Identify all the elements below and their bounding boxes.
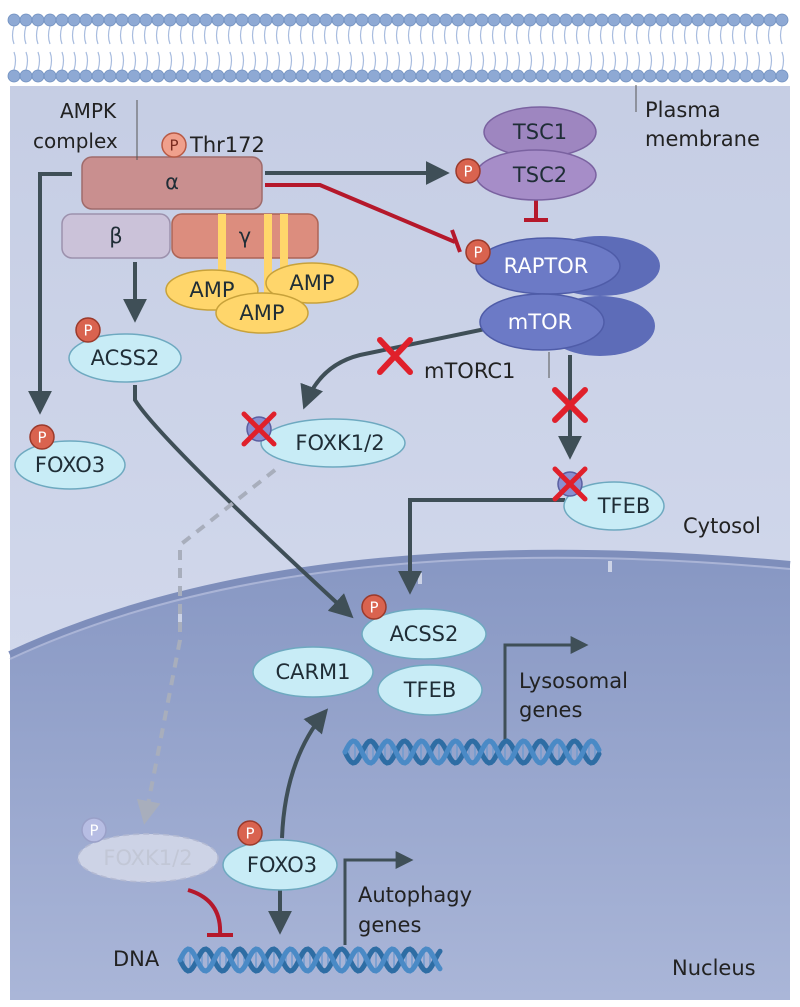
nuclear-envelope bbox=[8, 549, 791, 659]
dna-label: DNA bbox=[113, 947, 160, 971]
plasma-membrane-label-line1: Plasma bbox=[645, 98, 721, 122]
phospho-label: P bbox=[37, 429, 46, 447]
foxo3-protein bbox=[14, 440, 126, 490]
arrow-mtor-to-foxk bbox=[300, 326, 491, 410]
acss2-label: ACSS2 bbox=[91, 346, 160, 370]
phospho-thr172 bbox=[161, 132, 187, 158]
amp-molecule bbox=[265, 262, 359, 304]
ampk-complex-label-line2: complex bbox=[33, 129, 118, 153]
ampk-gamma-label: γ bbox=[239, 224, 251, 248]
arrow-ampk-to-foxo3 bbox=[28, 172, 72, 415]
lysosomal-genes-label-line1: Lysosomal bbox=[519, 669, 628, 693]
ampk-beta-subunit bbox=[61, 213, 171, 259]
tfeb-label: TFEB bbox=[597, 494, 651, 518]
tsc1-label: TSC1 bbox=[512, 120, 567, 144]
thr172-label: Thr172 bbox=[189, 133, 265, 157]
phospho-label: P bbox=[169, 137, 178, 155]
carm1-label: CARM1 bbox=[275, 660, 350, 684]
phospho-foxk12-nuclear bbox=[81, 817, 107, 843]
foxo3-nuclear-protein bbox=[222, 839, 338, 891]
phospho-tsc2 bbox=[455, 158, 481, 184]
phospho-label: P bbox=[369, 599, 378, 617]
amp-label: AMP bbox=[189, 278, 234, 302]
phospho-label: P bbox=[89, 822, 98, 840]
ampk-beta-label: β bbox=[109, 224, 122, 248]
amp-binding-site bbox=[280, 214, 288, 274]
autophagy-genes-label-line2: genes bbox=[358, 913, 421, 937]
phospho-foxo3 bbox=[29, 424, 55, 450]
acss2-nuclear-label: ACSS2 bbox=[390, 622, 459, 646]
carm1-protein bbox=[252, 646, 374, 698]
arrow-foxk-to-nucleus-dashed bbox=[136, 468, 277, 825]
phospho-label: P bbox=[473, 244, 482, 262]
phospho-foxo3-nuclear bbox=[237, 820, 263, 846]
amp-binding-site bbox=[218, 214, 226, 284]
lysosomal-genes-label-line2: genes bbox=[519, 698, 582, 722]
foxk12-nuclear-faded bbox=[77, 833, 219, 883]
block-x-tfeb-phospho bbox=[552, 466, 588, 502]
amp-label: AMP bbox=[289, 271, 334, 295]
plasma-membrane-label-line2: membrane bbox=[645, 127, 760, 151]
block-x-foxk bbox=[377, 337, 413, 375]
autophagy-gene-start-arrow bbox=[343, 851, 414, 945]
nucleus-label: Nucleus bbox=[672, 956, 756, 980]
raptor-label: RAPTOR bbox=[504, 254, 589, 278]
lysosomal-gene-start-arrow bbox=[503, 636, 589, 740]
acss2-nuclear-protein bbox=[361, 608, 487, 660]
phospho-acss2-nuclear bbox=[361, 594, 387, 620]
foxo3-label: FOXO3 bbox=[35, 453, 105, 477]
ampk-alpha-label: α bbox=[165, 170, 179, 194]
block-x-tfeb-pathway bbox=[552, 387, 588, 423]
inhibit-bar-raptor bbox=[450, 229, 462, 253]
autophagy-genes-label-line1: Autophagy bbox=[358, 883, 472, 907]
arrow-foxo3-to-carm1 bbox=[280, 708, 329, 839]
nuclear-envelope-inner bbox=[9, 556, 791, 660]
amp-label: AMP bbox=[239, 301, 284, 325]
arrow-tfeb-to-nucleus bbox=[398, 498, 565, 595]
phospho-raptor bbox=[465, 239, 491, 265]
phospho-label: P bbox=[245, 825, 254, 843]
block-x-foxk-phospho bbox=[241, 411, 277, 447]
tfeb-nuclear-label: TFEB bbox=[403, 678, 457, 702]
foxk12-label: FOXK1/2 bbox=[295, 431, 384, 455]
foxk12-protein bbox=[260, 418, 406, 468]
nucleus-region bbox=[10, 553, 790, 1000]
tfeb-protein bbox=[563, 481, 665, 531]
tfeb-nuclear-protein bbox=[377, 664, 483, 716]
phospho-label: P bbox=[83, 322, 92, 340]
acss2-protein bbox=[68, 333, 182, 383]
dna-helix-autophagy bbox=[177, 946, 443, 974]
mtorc1-label: mTORC1 bbox=[424, 359, 515, 383]
arrow-acss2-to-nucleus bbox=[133, 385, 354, 619]
amp-molecule bbox=[215, 292, 309, 334]
ampk-complex-label-line1: AMPK bbox=[60, 99, 117, 123]
foxo3-nuclear-label: FOXO3 bbox=[247, 853, 317, 877]
tsc2-label: TSC2 bbox=[512, 163, 567, 187]
mtor-protein bbox=[479, 293, 605, 351]
dna-helix-lysosomal bbox=[342, 738, 602, 766]
phospho-label: P bbox=[463, 163, 472, 181]
foxk12-nuclear-label: FOXK1/2 bbox=[103, 846, 192, 870]
amp-binding-site bbox=[264, 214, 272, 294]
cytosol-label: Cytosol bbox=[683, 514, 761, 538]
inhibit-ampk-to-raptor bbox=[265, 183, 456, 244]
inhibit-foxk-to-dna bbox=[187, 888, 223, 936]
mtor-label: mTOR bbox=[508, 310, 572, 334]
phospho-acss2 bbox=[75, 317, 101, 343]
plasma-membrane-bilayer bbox=[7, 10, 790, 86]
